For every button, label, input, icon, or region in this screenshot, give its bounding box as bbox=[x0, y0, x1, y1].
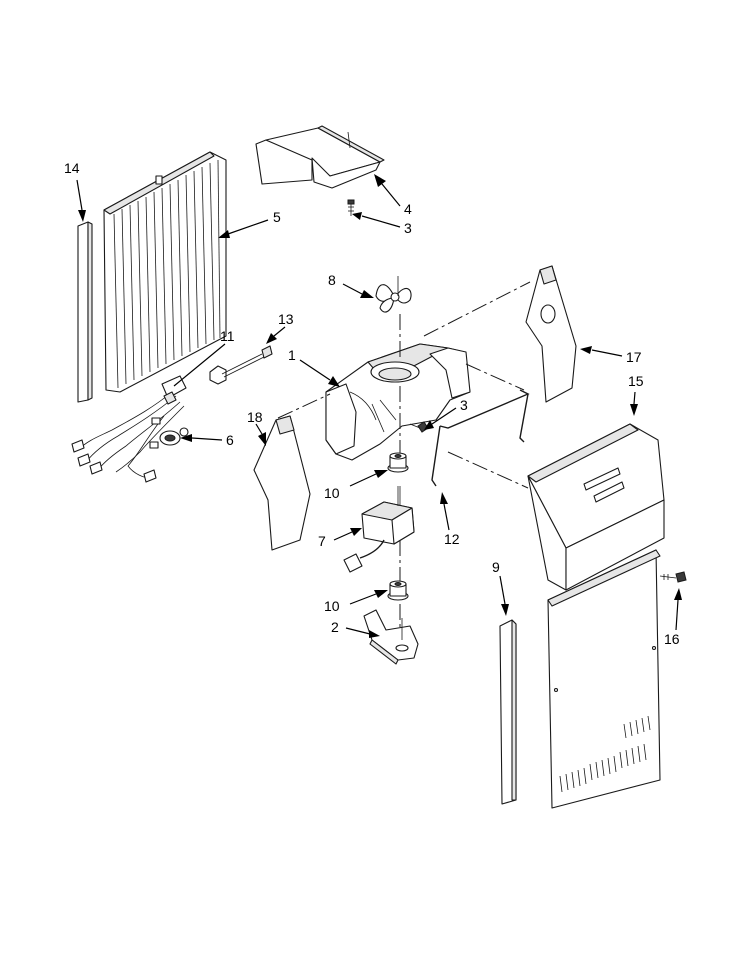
part-9-seal-strip bbox=[499, 619, 517, 805]
callout-14: 14 bbox=[64, 160, 80, 176]
part-3-screw-top bbox=[347, 199, 355, 216]
callout-4: 4 bbox=[404, 201, 412, 217]
part-12-wire-bracket bbox=[431, 389, 530, 487]
callout-7: 7 bbox=[318, 533, 326, 549]
callout-18: 18 bbox=[247, 409, 263, 425]
callout-2: 2 bbox=[331, 619, 339, 635]
part-7-fan-motor bbox=[343, 486, 415, 573]
leader-lines bbox=[76, 174, 682, 638]
part-18-side-panel bbox=[253, 415, 311, 551]
callout-8: 8 bbox=[328, 272, 336, 288]
part-15-back-panel bbox=[527, 423, 665, 809]
callout-6: 6 bbox=[226, 432, 234, 448]
part-10-bushing-lower bbox=[387, 580, 409, 601]
callout-13: 13 bbox=[278, 311, 294, 327]
callout-3-top: 3 bbox=[404, 220, 412, 236]
callout-10-lower: 10 bbox=[324, 598, 340, 614]
part-2-motor-mount bbox=[363, 609, 419, 665]
part-6-grommet bbox=[159, 427, 189, 446]
callout-5: 5 bbox=[273, 209, 281, 225]
callout-1: 1 bbox=[288, 347, 296, 363]
callout-3-housing: 3 bbox=[460, 397, 468, 413]
part-10-bushing-upper bbox=[387, 452, 409, 473]
callout-11: 11 bbox=[220, 328, 235, 344]
part-8-fan-blade bbox=[375, 276, 412, 313]
part-13-sensor bbox=[209, 345, 273, 385]
callout-10-upper: 10 bbox=[324, 485, 340, 501]
part-14-seal-strip bbox=[77, 221, 93, 403]
part-5-evaporator-panel bbox=[103, 151, 227, 393]
callout-12: 12 bbox=[444, 531, 460, 547]
callout-16: 16 bbox=[664, 631, 680, 647]
callout-labels: 14 5 4 3 8 11 13 1 17 15 3 18 6 10 12 7 … bbox=[64, 160, 680, 647]
callout-9: 9 bbox=[492, 559, 500, 575]
part-17-side-panel bbox=[525, 265, 577, 403]
part-4-top-bracket bbox=[255, 125, 385, 189]
callout-17: 17 bbox=[626, 349, 642, 365]
callout-15: 15 bbox=[628, 373, 644, 389]
part-1-fan-housing bbox=[325, 343, 471, 461]
part-16-screw bbox=[659, 571, 687, 583]
